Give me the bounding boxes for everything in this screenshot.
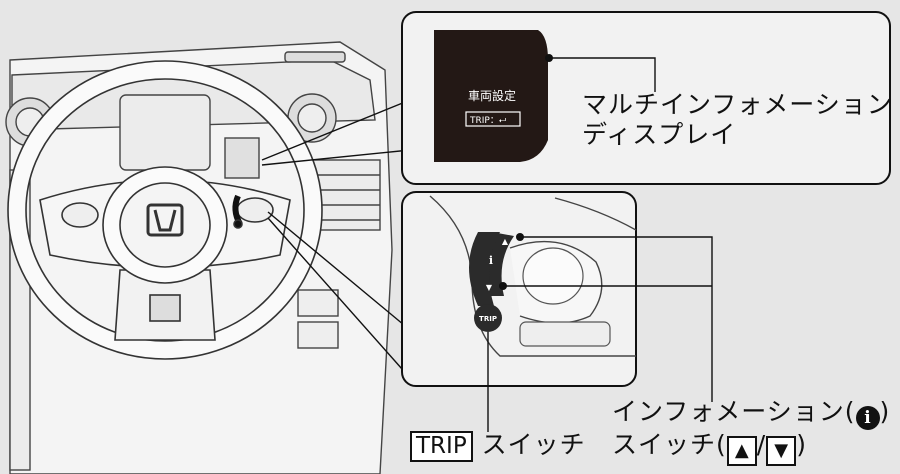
display-label: マルチインフォメーション ディスプレイ: [582, 90, 893, 150]
down-arrow-icon: ▼: [486, 283, 493, 292]
switch-callout: [401, 191, 713, 432]
up-arrow-icon: ▲: [502, 237, 509, 246]
info-switch-label: インフォメーション(i) スイッチ(▲/▼): [612, 397, 890, 466]
display-label-line2: ディスプレイ: [582, 120, 737, 149]
callout-connectors: [261, 99, 411, 379]
info-icon: i: [489, 254, 493, 267]
info-switch-line1: インフォメーション(i): [612, 397, 891, 430]
trip-key-box: TRIP: [410, 431, 473, 462]
info-switch-line2: スイッチ(▲/▼): [612, 430, 890, 466]
trip-switch-line: TRIP スイッチ: [410, 430, 586, 462]
display-label-line1: マルチインフォメーション: [582, 90, 893, 119]
display-callout: [401, 11, 891, 185]
down-arrow-box-icon: ▼: [766, 436, 797, 466]
steering-wheel: [7, 60, 323, 360]
info-circle-icon: i: [855, 406, 880, 430]
trip-switch-label: TRIP スイッチ: [410, 430, 586, 462]
trip-button-label: TRIP: [479, 315, 497, 323]
up-arrow-box-icon: ▲: [726, 436, 757, 466]
screen-title: 車両設定: [468, 88, 516, 103]
screen-trip-hint: TRIP：⮠: [469, 116, 506, 126]
